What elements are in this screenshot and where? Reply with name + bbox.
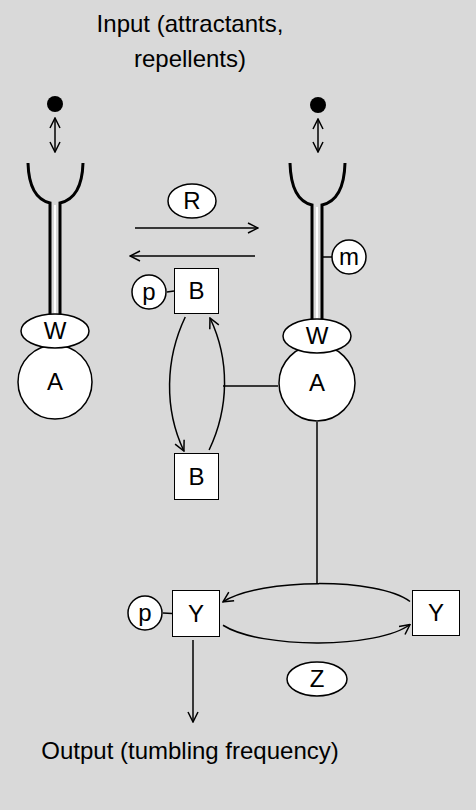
- kinase-circle: A: [278, 344, 356, 422]
- node-label: p: [142, 280, 155, 304]
- conversion-arrow: [135, 227, 258, 229]
- methyl-circle: m: [331, 239, 367, 275]
- enzyme-ellipse: R: [167, 183, 217, 219]
- node-label: Y: [428, 601, 444, 625]
- protein-box: B: [174, 268, 219, 314]
- node-label: R: [183, 189, 200, 213]
- catalysis-line: [316, 422, 318, 584]
- catalysis-line: [223, 385, 278, 387]
- caption-text: Output (tumbling frequency): [40, 733, 340, 768]
- conversion-arrow: [130, 255, 255, 257]
- node-label: Y: [188, 602, 204, 626]
- receptor: [290, 163, 345, 322]
- node-label: W: [306, 324, 329, 348]
- reaction-arrow: [223, 625, 410, 643]
- node-label: B: [188, 279, 204, 303]
- attach-line: [323, 256, 332, 258]
- kinase-circle: A: [17, 344, 93, 420]
- ligand-dot: [47, 96, 63, 112]
- adaptor-ellipse: W: [282, 318, 352, 354]
- ligand-dot: [310, 97, 326, 113]
- node-label: A: [47, 370, 63, 394]
- adaptor-ellipse: W: [20, 313, 90, 349]
- phosphate-circle: p: [127, 595, 163, 631]
- binding-arrow: [54, 118, 56, 152]
- bond-line: [163, 612, 172, 614]
- receptor: [28, 163, 83, 318]
- node-label: p: [138, 601, 151, 625]
- enzyme-ellipse: Z: [286, 661, 348, 697]
- protein-box: Y: [172, 590, 220, 637]
- binding-arrow: [317, 119, 319, 152]
- title-text: Input (attractants, repellents): [40, 6, 340, 76]
- node-label: B: [188, 465, 204, 489]
- protein-box: Y: [412, 590, 460, 636]
- phosphate-circle: p: [131, 274, 167, 310]
- node-label: m: [339, 245, 359, 269]
- protein-box: B: [174, 453, 219, 500]
- node-label: Z: [310, 667, 325, 691]
- output-arrow: [192, 640, 194, 722]
- reaction-arrow: [223, 584, 410, 602]
- bond-line: [167, 291, 174, 292]
- reaction-arrow: [170, 317, 186, 451]
- node-label: A: [309, 371, 325, 395]
- node-label: W: [44, 319, 67, 343]
- reaction-arrow: [209, 318, 224, 450]
